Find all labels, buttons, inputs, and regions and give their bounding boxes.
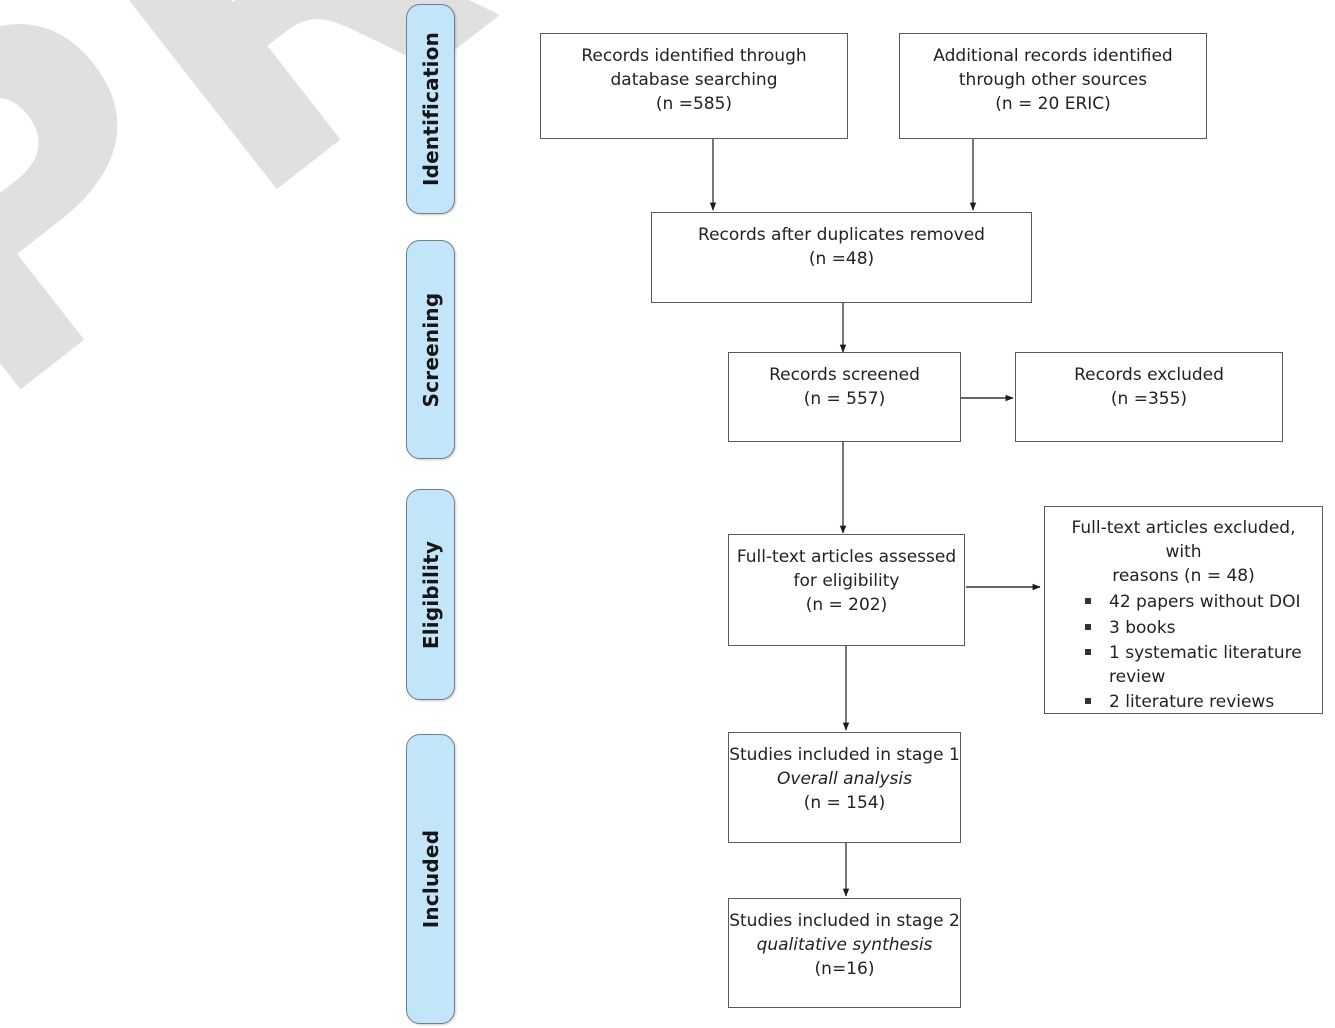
box-additional-records-line3: (n = 20 ERIC) bbox=[995, 94, 1111, 115]
stage-pill-eligibility: Eligibility bbox=[406, 489, 455, 700]
box-after-duplicates-line2: (n =48) bbox=[808, 249, 875, 270]
box-included-stage1: Studies included in stage 1 Overall anal… bbox=[728, 732, 961, 843]
box-records-screened: Records screened (n = 557) bbox=[728, 352, 961, 442]
box-included-stage1-line1: Studies included in stage 1 bbox=[729, 745, 960, 765]
stage-label-eligibility: Eligibility bbox=[418, 540, 443, 649]
box-fulltext-excluded-head2: reasons (n = 48) bbox=[1112, 566, 1255, 587]
stage-pill-identification: Identification bbox=[406, 4, 455, 214]
box-records-screened-line1: Records screened bbox=[769, 365, 920, 385]
box-included-stage2: Studies included in stage 2 qualitative … bbox=[728, 898, 961, 1008]
box-additional-records: Additional records identified through ot… bbox=[899, 33, 1207, 139]
exclusion-reason-item: 3 books bbox=[1083, 616, 1310, 640]
box-after-duplicates: Records after duplicates removed (n =48) bbox=[651, 212, 1032, 303]
box-records-identified-line2: database searching bbox=[610, 70, 778, 91]
box-fulltext-assessed-line3: (n = 202) bbox=[805, 595, 888, 616]
exclusion-reason-item: 42 papers without DOI bbox=[1083, 590, 1310, 614]
box-records-identified-line3: (n =585) bbox=[655, 94, 733, 115]
exclusion-reasons-list: 42 papers without DOI 3 books 1 systemat… bbox=[1057, 590, 1310, 715]
box-records-screened-line2: (n = 557) bbox=[803, 389, 886, 410]
stage-label-screening: Screening bbox=[418, 292, 443, 407]
box-records-excluded-line2: (n =355) bbox=[1110, 389, 1188, 410]
box-fulltext-assessed: Full-text articles assessed for eligibil… bbox=[728, 534, 965, 646]
box-included-stage1-line2: Overall analysis bbox=[777, 769, 912, 790]
box-fulltext-assessed-line2: for eligibility bbox=[793, 571, 900, 592]
stage-label-identification: Identification bbox=[418, 31, 443, 187]
box-after-duplicates-line1: Records after duplicates removed bbox=[698, 225, 985, 245]
stage-pill-screening: Screening bbox=[406, 240, 455, 459]
box-records-excluded: Records excluded (n =355) bbox=[1015, 352, 1283, 442]
box-fulltext-excluded-head1: Full-text articles excluded, with bbox=[1071, 518, 1296, 563]
box-included-stage2-line1: Studies included in stage 2 bbox=[729, 911, 960, 931]
box-fulltext-assessed-line1: Full-text articles assessed bbox=[736, 547, 957, 567]
watermark-text: PR bbox=[0, 0, 578, 495]
exclusion-reason-item: 1 systematic literature review bbox=[1083, 641, 1310, 689]
stage-label-included: Included bbox=[418, 829, 443, 929]
box-included-stage2-line2: qualitative synthesis bbox=[756, 935, 933, 956]
box-fulltext-excluded: Full-text articles excluded, with reason… bbox=[1044, 506, 1323, 714]
box-records-excluded-line1: Records excluded bbox=[1074, 365, 1224, 385]
box-included-stage1-line3: (n = 154) bbox=[803, 793, 886, 814]
exclusion-reason-item: 2 literature reviews bbox=[1083, 690, 1310, 714]
box-records-identified: Records identified through database sear… bbox=[540, 33, 848, 139]
box-additional-records-line2: through other sources bbox=[958, 70, 1148, 91]
box-additional-records-line1: Additional records identified bbox=[933, 46, 1173, 66]
box-included-stage2-line3: (n=16) bbox=[814, 959, 875, 980]
stage-pill-included: Included bbox=[406, 734, 455, 1024]
box-records-identified-line1: Records identified through bbox=[581, 46, 807, 66]
